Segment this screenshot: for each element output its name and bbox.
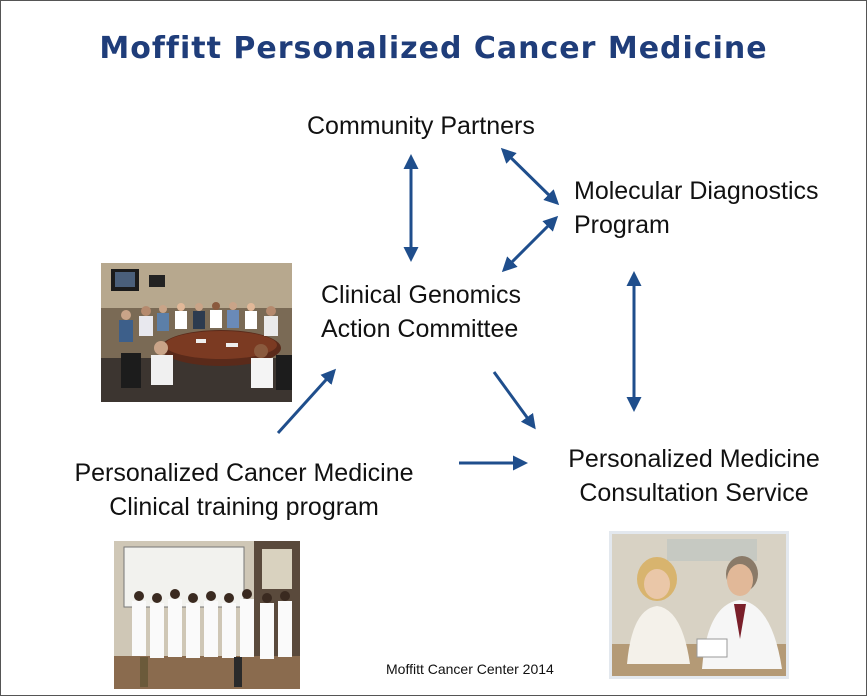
training-program-line-2: Clinical training program — [109, 493, 379, 521]
clinical-genomics-line-2: Action Committee — [321, 315, 519, 343]
consultation-service-line-2: Consultation Service — [579, 479, 809, 507]
consultation-service-node: Personalized Medicine Consultation Servi… — [547, 442, 841, 510]
community-partners-node: Community Partners — [307, 109, 535, 143]
arrow-genomics-molecular — [501, 215, 559, 273]
footer-credit: Moffitt Cancer Center 2014 — [386, 661, 554, 677]
arrow-community-molecular — [500, 147, 560, 206]
training-program-node: Personalized Cancer Medicine Clinical tr… — [45, 456, 443, 524]
molecular-diagnostics-node: Molecular Diagnostics Program — [574, 174, 819, 242]
consultation-service-line-1: Personalized Medicine — [568, 445, 820, 473]
training-class-photo — [114, 541, 300, 689]
molecular-diagnostics-line-1: Molecular Diagnostics — [574, 177, 819, 205]
arrow-genomics-consultation — [492, 371, 536, 430]
clinical-genomics-line-1: Clinical Genomics — [321, 281, 522, 309]
molecular-diagnostics-line-2: Program — [574, 211, 670, 239]
community-partners-label: Community Partners — [307, 112, 535, 140]
training-program-line-1: Personalized Cancer Medicine — [74, 459, 414, 487]
consultation-photo — [609, 531, 789, 679]
arrow-training-genomics — [276, 368, 337, 435]
clinical-genomics-node: Clinical Genomics Action Committee — [321, 278, 521, 346]
committee-meeting-photo — [101, 263, 292, 402]
slide-title: Moffitt Personalized Cancer Medicine — [99, 31, 768, 66]
